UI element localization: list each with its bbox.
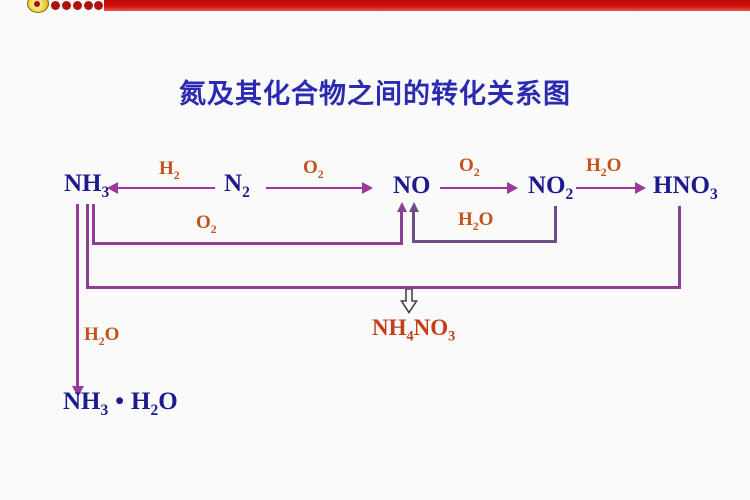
accent-dot [73, 1, 82, 10]
arrowhead-left-icon [107, 182, 118, 194]
arrowhead-right-icon [362, 182, 373, 194]
species-nh3: NH3 [64, 170, 110, 201]
accent-dot [51, 1, 60, 10]
bracket-combine-bottom [86, 286, 681, 289]
bracket-no2-no-right [554, 206, 557, 243]
arrow-no-to-no2 [440, 187, 508, 189]
reagent-o2: O2 [303, 157, 324, 181]
species-n2: N2 [224, 170, 250, 201]
arrow-n2-to-nh3 [118, 187, 215, 189]
accent-dot [62, 1, 71, 10]
arrowhead-up-icon [397, 202, 407, 212]
arrow-no2-to-hno3 [576, 187, 636, 189]
arrowhead-up-icon [409, 202, 419, 212]
reagent-o2: O2 [459, 155, 480, 179]
flower-logo-icon [27, 0, 49, 13]
bullet-dot: • [115, 388, 125, 415]
species-hno3: HNO3 [653, 172, 718, 203]
arrow-nh3-to-nh3h2o [76, 204, 79, 387]
reagent-h2o: H2O [586, 155, 622, 179]
reagent-h2o: H2O [84, 324, 120, 348]
bracket-combine-left [86, 204, 89, 289]
reagent-h2: H2 [159, 158, 180, 182]
species-no: NO [393, 172, 431, 199]
arrowhead-right-icon [507, 182, 518, 194]
bracket-nh3-no-left [92, 204, 95, 245]
hollow-down-arrow-icon [400, 289, 418, 314]
reagent-h2o: H2O [458, 209, 494, 233]
bracket-combine-right [678, 206, 681, 289]
bracket-no2-no-left [412, 211, 415, 243]
species-nh4no3: NH4NO3 [372, 315, 456, 345]
species-no2: NO2 [528, 172, 574, 203]
accent-dot [94, 1, 103, 10]
bracket-nh3-no-bottom [92, 242, 403, 245]
reagent-o2: O2 [196, 212, 217, 236]
slide-title: 氮及其化合物之间的转化关系图 [179, 79, 571, 110]
bracket-no2-no-bottom [412, 240, 557, 243]
species-nh3-h2o: NH3•H2O [63, 388, 178, 419]
arrow-n2-to-no [266, 187, 363, 189]
arrowhead-down-icon [72, 386, 84, 397]
accent-dot [84, 1, 93, 10]
arrowhead-right-icon [635, 182, 646, 194]
accent-bar [104, 0, 750, 11]
bracket-nh3-no-right [400, 211, 403, 245]
